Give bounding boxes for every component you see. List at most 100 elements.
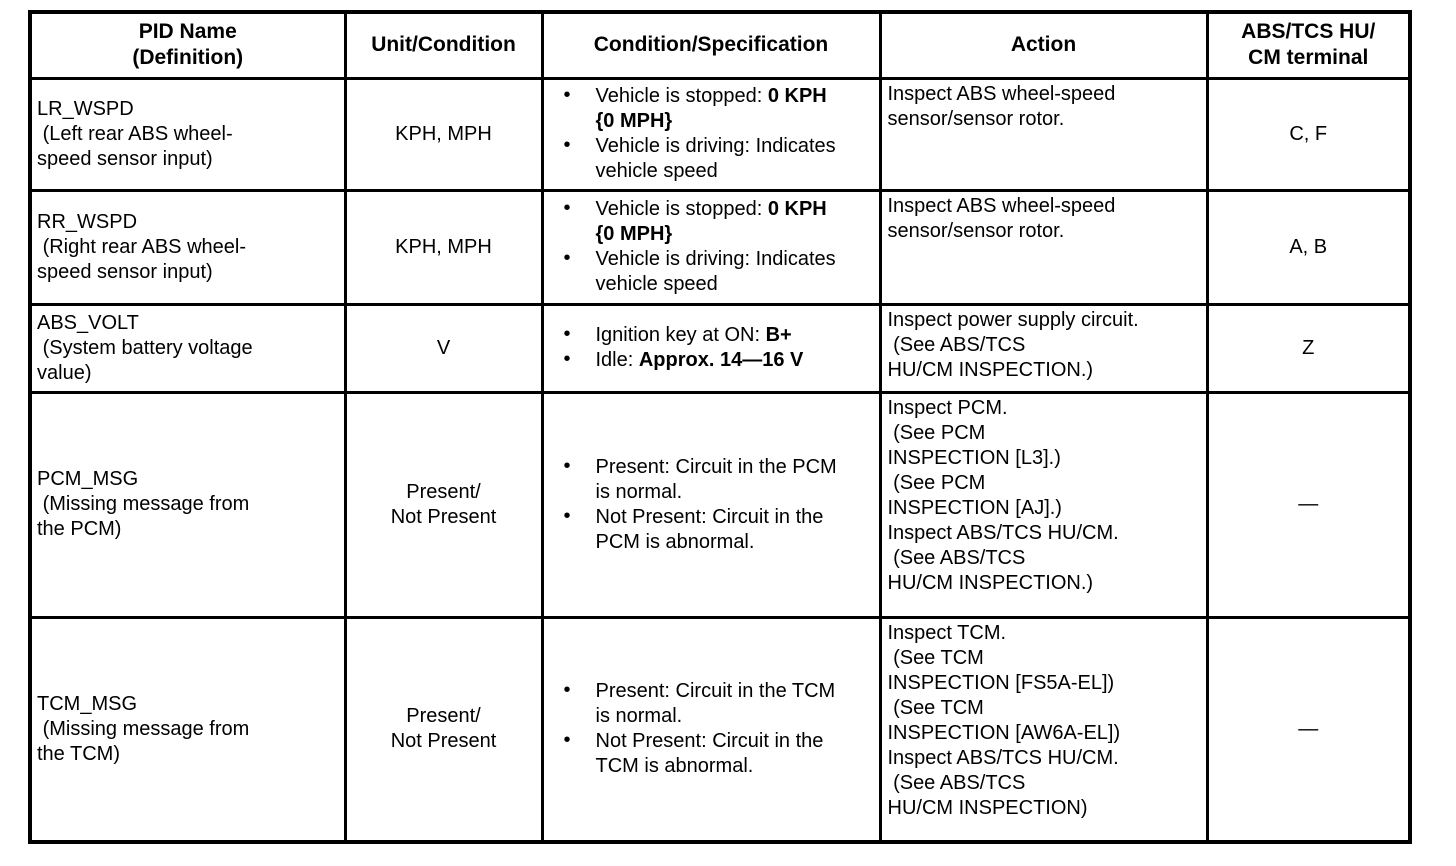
table-body: LR_WSPD (Left rear ABS wheel- speed sens… — [28, 76, 1412, 844]
spec-bold-text: 0 KPH {0 MPH} — [595, 85, 827, 132]
table-row-abs-volt: ABS_VOLT (System battery voltage value) … — [28, 302, 1412, 394]
header-unit-condition: Unit/Condition — [343, 10, 544, 80]
pid-name-text: RR_WSPD (Right rear ABS wheel- speed sen… — [37, 210, 246, 283]
terminal-text: A, B — [1289, 235, 1328, 258]
list-item: • Not Present: Circuit in the TCM is abno… — [545, 729, 877, 779]
list-item: •Vehicle is driving: Indicates vehicle s… — [545, 247, 877, 297]
spec-bold-text: Approx. 14—16 V — [638, 349, 804, 371]
spec-text: Not Present: Circuit in the PCM is abnor… — [595, 505, 824, 553]
terminal-text: Z — [1302, 336, 1315, 359]
cell-unit: KPH, MPH — [343, 76, 544, 192]
unit-text: V — [436, 336, 451, 359]
cell-action: Inspect PCM. (See PCM INSPECTION [L3].) … — [878, 390, 1209, 619]
list-item: • Vehicle is stopped: 0 KPH {0 MPH} — [545, 197, 877, 247]
bullet-icon: • — [563, 197, 571, 219]
spec-text: Present: Circuit in the PCM is normal. — [595, 455, 837, 503]
pid-name-text: TCM_MSG (Missing message from the TCM) — [37, 692, 250, 765]
spec-bullet-list: •Present: Circuit in the PCM is normal. … — [545, 454, 877, 555]
spec-text: Vehicle is driving: Indicates vehicle sp… — [595, 135, 836, 182]
list-item: • Ignition key at ON: B+ — [545, 323, 877, 348]
spec-text: Ignition key at ON: — [595, 324, 766, 346]
list-item: • Vehicle is driving: Indicates vehicle s… — [545, 134, 877, 184]
spec-text: Present: Circuit in the TCM is normal. — [595, 680, 836, 728]
terminal-text: C, F — [1289, 122, 1328, 145]
bullet-icon: • — [563, 504, 571, 527]
header-terminal-label: ABS/TCS HU/ CM terminal — [1241, 20, 1376, 70]
cell-action: Inspect TCM. (See TCM INSPECTION [FS5A-E… — [878, 615, 1209, 844]
header-condition-specification: Condition/Specification — [540, 10, 882, 80]
list-item: •Present: Circuit in the TCM is normal. — [545, 679, 877, 729]
table-header: PID Name (Definition) Unit/Condition Con… — [28, 10, 1412, 80]
pid-name-text: PCM_MSG (Missing message from the PCM) — [37, 468, 250, 540]
bullet-icon: • — [563, 729, 571, 752]
cell-spec: • Ignition key at ON: B+ • Idle: Approx. 1… — [540, 302, 882, 394]
spec-text: Not Present: Circuit in the TCM is abnor… — [595, 730, 824, 778]
cell-pid: PCM_MSG (Missing message from the PCM) — [28, 390, 347, 619]
cell-unit: Present/ Not Present — [343, 615, 544, 844]
cell-action: Inspect ABS wheel-speed sensor/sensor ro… — [878, 188, 1209, 306]
unit-text: KPH, MPH — [395, 235, 492, 258]
spec-bold-text: 0 KPH {0 MPH} — [595, 198, 827, 245]
unit-text: Present/ Not Present — [390, 480, 497, 528]
list-item: • Present: Circuit in the PCM is normal. — [545, 454, 877, 505]
cell-unit: V — [343, 302, 544, 394]
unit-text: KPH, MPH — [395, 122, 492, 145]
header-terminal: ABS/TCS HU/ CM terminal — [1205, 10, 1412, 80]
header-action-label: Action — [1010, 33, 1077, 57]
list-item: • Not Present: Circuit in the PCM is abno… — [545, 504, 877, 555]
list-item: • Idle: Approx. 14—16 V — [545, 348, 877, 373]
table-row-lr-wspd: LR_WSPD (Left rear ABS wheel- speed sens… — [28, 76, 1412, 192]
action-text: Inspect PCM. (See PCM INSPECTION [L3].) … — [887, 396, 1119, 594]
cell-spec: • Vehicle is stopped: 0 KPH {0 MPH} •Vehi… — [540, 188, 882, 306]
bullet-icon: • — [563, 348, 571, 370]
cell-spec: •Present: Circuit in the PCM is normal. … — [540, 390, 882, 619]
action-text: Inspect ABS wheel-speed sensor/sensor ro… — [887, 82, 1116, 130]
cell-pid: ABS_VOLT (System battery voltage value) — [28, 302, 347, 394]
action-text: Inspect power supply circuit. (See ABS/T… — [887, 308, 1139, 381]
cell-terminal: C, F — [1205, 76, 1412, 192]
terminal-text: — — [1298, 717, 1319, 740]
bullet-icon: • — [563, 84, 571, 106]
cell-unit: Present/ Not Present — [343, 390, 544, 619]
spec-bold-text: B+ — [765, 324, 792, 346]
spec-text: Vehicle is driving: Indicates vehicle sp… — [595, 248, 836, 295]
header-pid-name: PID Name (Definition) — [28, 10, 347, 80]
cell-pid: LR_WSPD (Left rear ABS wheel- speed sens… — [28, 76, 347, 192]
pid-name-text: LR_WSPD (Left rear ABS wheel- speed sens… — [37, 97, 233, 170]
pid-monitor-table: PID Name (Definition) Unit/Condition Con… — [28, 10, 1412, 844]
cell-pid: TCM_MSG (Missing message from the TCM) — [28, 615, 347, 844]
header-action: Action — [878, 10, 1209, 80]
header-unit-label: Unit/Condition — [371, 33, 516, 57]
spec-bullet-list: • Vehicle is stopped: 0 KPH {0 MPH} •Vehi… — [545, 197, 877, 297]
spec-text: Vehicle is stopped: — [595, 198, 768, 220]
table-row-rr-wspd: RR_WSPD (Right rear ABS wheel- speed sen… — [28, 188, 1412, 306]
cell-spec: • Vehicle is stopped: 0 KPH {0 MPH} • Vehi… — [540, 76, 882, 192]
cell-unit: KPH, MPH — [343, 188, 544, 306]
table-row-tcm-msg: TCM_MSG (Missing message from the TCM) P… — [28, 615, 1412, 844]
cell-terminal: A, B — [1205, 188, 1412, 306]
spec-text: Idle: — [595, 349, 639, 371]
header-pid-label: PID Name (Definition) — [132, 20, 244, 70]
cell-spec: •Present: Circuit in the TCM is normal. … — [540, 615, 882, 844]
cell-terminal: — — [1205, 615, 1412, 844]
spec-bullet-list: • Vehicle is stopped: 0 KPH {0 MPH} • Vehi… — [545, 84, 877, 184]
cell-action: Inspect power supply circuit. (See ABS/T… — [878, 302, 1209, 394]
pid-name-text: ABS_VOLT (System battery voltage value) — [37, 311, 253, 384]
header-spec-label: Condition/Specification — [593, 33, 829, 57]
unit-text: Present/ Not Present — [390, 705, 497, 753]
spec-bullet-list: • Ignition key at ON: B+ • Idle: Approx. 1… — [545, 323, 877, 373]
cell-terminal: Z — [1205, 302, 1412, 394]
spec-bullet-list: •Present: Circuit in the TCM is normal. … — [545, 679, 877, 779]
action-text: Inspect ABS wheel-speed sensor/sensor ro… — [887, 194, 1116, 242]
cell-pid: RR_WSPD (Right rear ABS wheel- speed sen… — [28, 188, 347, 306]
bullet-icon: • — [563, 134, 571, 156]
bullet-icon: • — [563, 454, 571, 477]
list-item: • Vehicle is stopped: 0 KPH {0 MPH} — [545, 84, 877, 134]
bullet-icon: • — [563, 323, 571, 345]
spec-text: Vehicle is stopped: — [595, 85, 768, 107]
table-row-pcm-msg: PCM_MSG (Missing message from the PCM) P… — [28, 390, 1412, 619]
header-row: PID Name (Definition) Unit/Condition Con… — [28, 10, 1412, 80]
action-text: Inspect TCM. (See TCM INSPECTION [FS5A-E… — [887, 621, 1121, 819]
cell-terminal: — — [1205, 390, 1412, 619]
